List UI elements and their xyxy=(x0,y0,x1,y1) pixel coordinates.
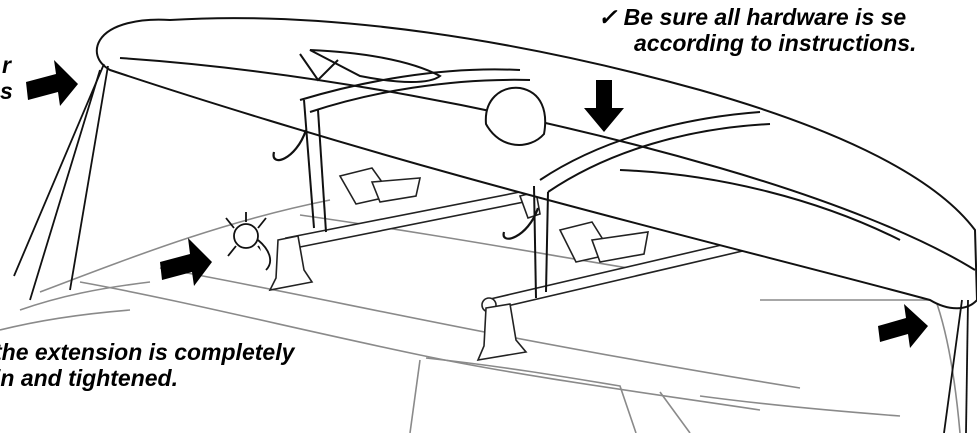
callout-left-line1: r xyxy=(2,52,11,78)
strap-hooks xyxy=(272,129,540,240)
rear-strap-top-1 xyxy=(539,111,761,181)
window-frame-1 xyxy=(409,359,421,433)
rear-strap-vertical-1 xyxy=(533,185,537,299)
rear-strap-top-2 xyxy=(547,123,771,193)
windshield-top xyxy=(19,281,151,311)
callout-extension-line1: the extension is completely xyxy=(0,339,295,365)
bow-line-1 xyxy=(13,63,105,277)
tie-down-lines xyxy=(13,63,969,433)
rear-saddle-right xyxy=(590,231,649,263)
kayak-cockpit-notch xyxy=(299,53,339,82)
callout-extension: the extension is completely in and tight… xyxy=(0,339,294,391)
arrow-right-icon xyxy=(26,60,78,106)
rack-towers xyxy=(268,191,541,362)
kayak-hull xyxy=(95,17,977,310)
front-hood-curve xyxy=(0,309,131,331)
window-frame-2 xyxy=(425,357,637,433)
callout-hardware-line2: according to instructions. xyxy=(634,30,917,56)
arrow-right-icon xyxy=(878,304,928,348)
kayak-cockpit-rim xyxy=(309,49,442,83)
callout-hardware: ✓ Be sure all hardware is se according t… xyxy=(598,4,916,56)
kayak-rear-deck xyxy=(619,169,901,241)
bow-line-2 xyxy=(69,65,109,291)
kayak-deck-line xyxy=(119,57,976,271)
front-strap-top-2 xyxy=(309,78,531,113)
kayak-seat xyxy=(484,86,547,146)
arrow-right-icon xyxy=(160,238,212,286)
straps xyxy=(299,68,771,299)
rear-left-tower xyxy=(476,303,528,362)
roof-front-edge xyxy=(39,199,331,293)
front-strap-vertical-2 xyxy=(317,109,327,233)
roof-rail-left xyxy=(299,214,641,271)
front-strap-top-1 xyxy=(299,68,521,101)
front-left-tower xyxy=(268,235,314,292)
wing-nut-knob-icon xyxy=(225,212,272,271)
strap-hook-icon xyxy=(502,207,540,240)
kayak xyxy=(95,17,977,310)
strap-hook-icon xyxy=(272,129,308,162)
kayak-saddles xyxy=(338,167,649,263)
callout-extension-line2: in and tightened. xyxy=(0,365,178,391)
pointer-arrows xyxy=(26,60,928,348)
arrow-down-icon xyxy=(584,80,624,132)
callout-hardware-line1: Be sure all hardware is se xyxy=(623,4,907,30)
check-icon: ✓ xyxy=(598,4,618,30)
rear-strap-vertical-2 xyxy=(545,191,549,293)
front-strap-vertical-1 xyxy=(303,99,315,229)
front-saddle-right xyxy=(370,177,422,203)
window-frame-4 xyxy=(699,395,901,417)
callout-left-fragment: r s xyxy=(0,52,13,104)
callout-left-line2: s xyxy=(0,78,13,104)
bow-line-3 xyxy=(29,69,101,301)
stern-line-1 xyxy=(943,299,963,433)
roof-side-left xyxy=(79,281,761,411)
stern-line-2 xyxy=(965,299,969,433)
window-frame-3 xyxy=(659,391,691,433)
